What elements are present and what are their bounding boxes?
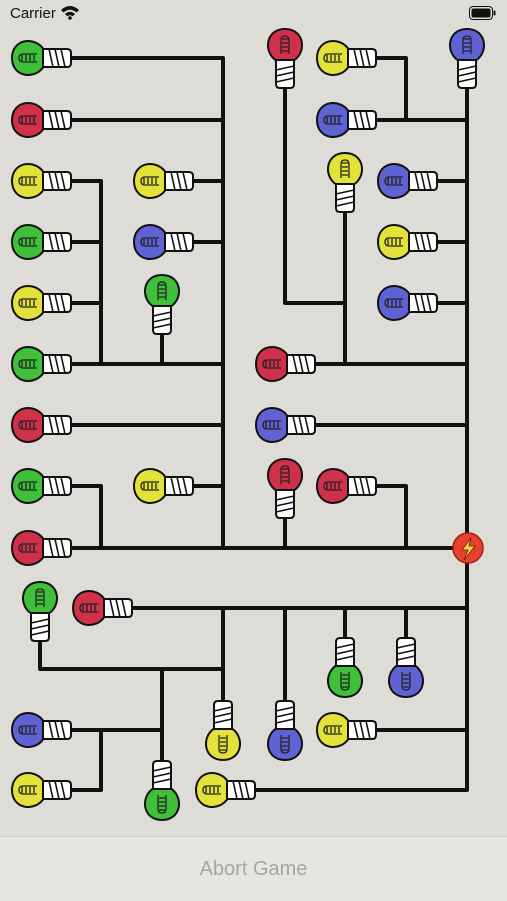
bulb-green[interactable]	[144, 273, 180, 335]
power-source[interactable]	[452, 532, 484, 564]
lightning-bolt-icon	[461, 537, 476, 561]
battery-icon	[469, 6, 496, 20]
bulb-yellow[interactable]	[132, 468, 194, 504]
wire-27	[38, 638, 225, 671]
bulb-red[interactable]	[10, 407, 72, 443]
wire-34	[68, 728, 103, 792]
bulb-blue[interactable]	[376, 285, 438, 321]
bulb-green[interactable]	[327, 637, 363, 699]
bulb-green[interactable]	[144, 760, 180, 822]
bulb-yellow[interactable]	[10, 285, 72, 321]
wifi-icon	[61, 6, 79, 20]
wire-11	[68, 484, 103, 550]
bulb-red[interactable]	[71, 590, 133, 626]
wire-14	[283, 85, 347, 305]
wire-25	[373, 484, 408, 550]
bulb-red[interactable]	[267, 457, 303, 519]
bulb-yellow[interactable]	[194, 772, 256, 808]
bulb-yellow[interactable]	[327, 151, 363, 213]
status-bar: Carrier	[0, 0, 507, 28]
carrier-label: Carrier	[10, 5, 56, 22]
wire-3	[68, 179, 103, 366]
bulb-red[interactable]	[267, 27, 303, 89]
bulb-yellow[interactable]	[10, 772, 72, 808]
bulb-blue[interactable]	[132, 224, 194, 260]
bulb-yellow[interactable]	[315, 712, 377, 748]
bulb-red[interactable]	[315, 468, 377, 504]
bulb-yellow[interactable]	[132, 163, 194, 199]
wire-15	[373, 56, 408, 122]
bulb-blue[interactable]	[254, 407, 316, 443]
circuit-board	[10, 27, 485, 822]
abort-game-button[interactable]: Abort Game	[0, 837, 507, 901]
bulb-blue[interactable]	[376, 163, 438, 199]
bulb-green[interactable]	[22, 580, 58, 642]
bulb-red[interactable]	[254, 346, 316, 382]
wire-17	[252, 85, 469, 792]
bulb-blue[interactable]	[449, 27, 485, 89]
bulb-yellow[interactable]	[376, 224, 438, 260]
bulb-green[interactable]	[10, 224, 72, 260]
bulb-yellow[interactable]	[10, 163, 72, 199]
wire-1	[68, 56, 225, 550]
bulb-blue[interactable]	[10, 712, 72, 748]
bulb-blue[interactable]	[267, 700, 303, 762]
bulb-yellow[interactable]	[315, 40, 377, 76]
bulb-green[interactable]	[10, 346, 72, 382]
bulb-blue[interactable]	[315, 102, 377, 138]
bulb-layer	[10, 27, 485, 822]
bulb-green[interactable]	[10, 468, 72, 504]
bulb-red[interactable]	[10, 102, 72, 138]
footer-bar: Abort Game	[0, 836, 507, 901]
bulb-red[interactable]	[10, 530, 72, 566]
bulb-green[interactable]	[10, 40, 72, 76]
bulb-yellow[interactable]	[205, 700, 241, 762]
wire-layer	[38, 56, 469, 792]
bulb-blue[interactable]	[388, 637, 424, 699]
